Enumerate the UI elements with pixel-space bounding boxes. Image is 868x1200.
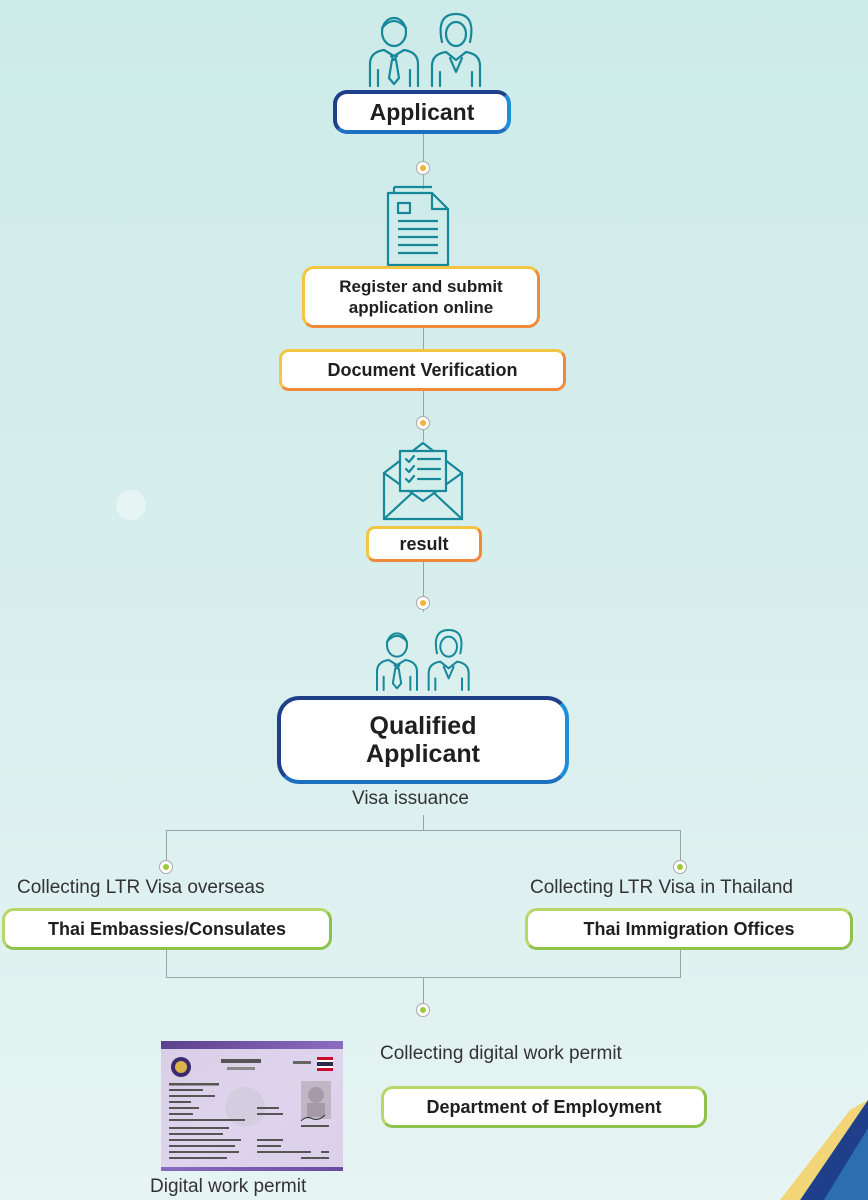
connector-line [166, 950, 167, 978]
connector-dot [416, 416, 430, 430]
employment-label: Department of Employment [426, 1096, 662, 1117]
employment-box: Department of Employment [381, 1086, 707, 1128]
overseas-label: Collecting LTR Visa overseas [17, 877, 265, 898]
decorative-circle [116, 490, 146, 520]
connector-line [680, 950, 681, 978]
result-label: result [399, 533, 449, 554]
branch-line [166, 830, 681, 831]
visa-issuance-label: Visa issuance [352, 788, 469, 809]
connector-dot [673, 860, 687, 874]
connector-line [423, 815, 424, 830]
digital-work-permit-label: Digital work permit [150, 1176, 307, 1197]
connector-line [680, 830, 681, 862]
connector-line [423, 328, 424, 350]
qualified-applicant-label: Qualified Applicant [366, 712, 480, 768]
qualified-applicant-box: Qualified Applicant [277, 696, 569, 784]
register-label: Register and submit application online [339, 277, 503, 317]
connector-line [423, 977, 424, 1007]
embassies-label: Thai Embassies/Consulates [47, 918, 287, 939]
register-box: Register and submit application online [302, 266, 540, 328]
connector-line [423, 562, 424, 612]
connector-line [166, 830, 167, 862]
connector-dot [159, 860, 173, 874]
qualified-applicants-icon [376, 629, 470, 691]
work-permit-label: Collecting digital work permit [380, 1043, 622, 1064]
embassies-box: Thai Embassies/Consulates [2, 908, 332, 950]
verification-label: Document Verification [327, 359, 518, 380]
result-box: result [366, 526, 482, 562]
immigration-box: Thai Immigration Offices [525, 908, 853, 950]
immigration-label: Thai Immigration Offices [583, 918, 795, 939]
verification-box: Document Verification [279, 349, 566, 391]
connector-dot [416, 596, 430, 610]
thailand-label: Collecting LTR Visa in Thailand [530, 877, 793, 898]
corner-decoration [780, 1100, 868, 1200]
connector-dot [416, 1003, 430, 1017]
connector-dot [416, 161, 430, 175]
work-permit-card [161, 1041, 343, 1171]
applicant-box: Applicant [333, 90, 511, 134]
applicant-label: Applicant [369, 98, 475, 125]
document-icon [386, 185, 450, 267]
email-result-icon [382, 441, 464, 521]
applicants-icon [368, 12, 482, 88]
